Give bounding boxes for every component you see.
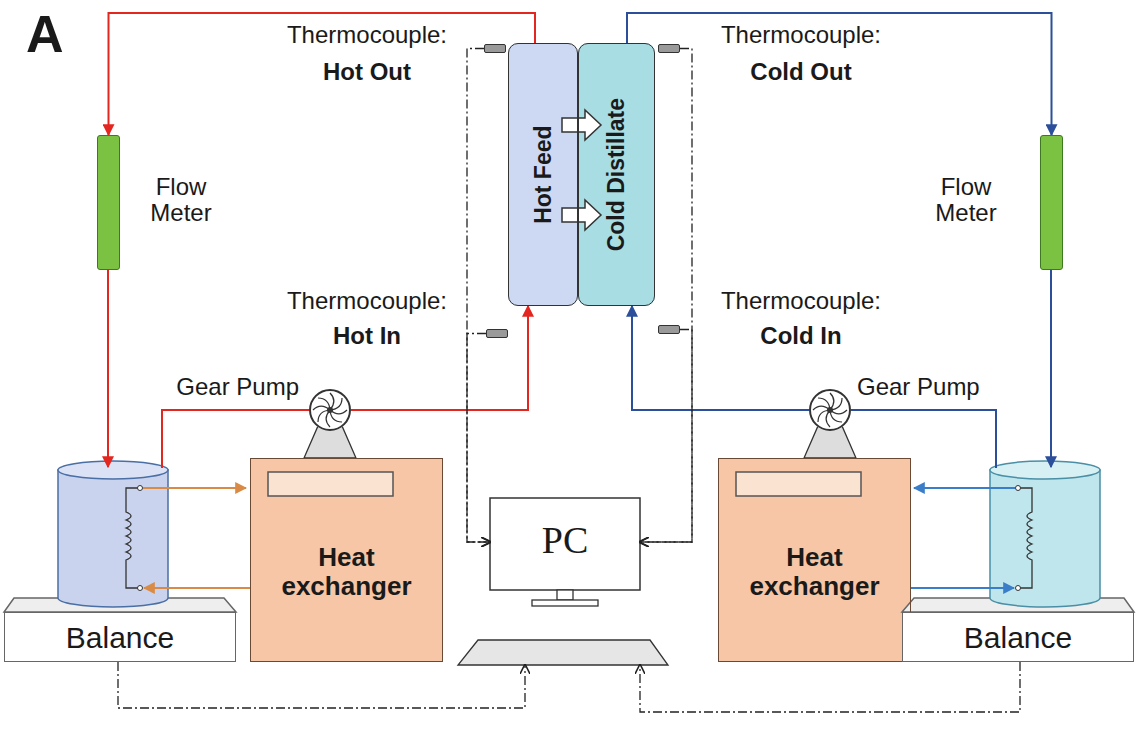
- signal-line: [118, 662, 525, 708]
- pump-impeller: [813, 393, 847, 427]
- return-pipe: [1050, 270, 1052, 467]
- thermocouple: Thermocouple:Hot In: [486, 329, 508, 338]
- suction-pipe: [162, 410, 309, 468]
- coil-terminal: [138, 486, 143, 491]
- monitor: [490, 498, 640, 590]
- cooling-coil: [1018, 488, 1032, 588]
- heating-loop-line: [144, 587, 250, 589]
- feed-channel-label: Hot Feed: [530, 125, 555, 223]
- signal-line: [640, 662, 1020, 712]
- distillate-pipe: [627, 13, 1052, 135]
- vapour-flux-arrow: [562, 110, 601, 140]
- feed-pipe: [109, 13, 536, 135]
- feed-tank: [58, 470, 168, 607]
- feed-channel-fill: [508, 43, 578, 306]
- signal-line: [467, 49, 490, 543]
- thermocouple-label: Thermocouple:: [701, 288, 901, 314]
- thermocouple-label: Thermocouple:: [269, 22, 465, 48]
- cooling-loop-line: [914, 487, 1015, 489]
- flow-meter: Flow Meter: [97, 135, 120, 270]
- feed-pipe: [351, 306, 528, 410]
- monitor-neck: [557, 590, 573, 600]
- thermocouple-label: Cold In: [701, 323, 901, 349]
- return-pipe: [107, 270, 109, 467]
- heat-exchanger: Heat exchanger: [718, 458, 911, 662]
- pump-impeller: [313, 393, 347, 427]
- distillate-tank: [990, 470, 1100, 607]
- signal-line: [640, 330, 692, 543]
- display-panel: [736, 472, 861, 496]
- display-panel: [268, 472, 393, 496]
- signal-line: [467, 334, 490, 543]
- monitor-stand: [532, 600, 598, 606]
- gear-pump: Gear Pump: [309, 389, 351, 431]
- balance: Balance: [4, 612, 236, 662]
- impeller-hub: [327, 407, 333, 413]
- pump-housing: [809, 389, 851, 431]
- thermocouple: Thermocouple:Hot Out: [484, 44, 506, 53]
- thermocouple: Thermocouple:Cold In: [658, 325, 680, 334]
- vapour-flux-arrow: [562, 200, 601, 230]
- heat-exchanger-label: Heat exchanger: [264, 543, 429, 600]
- computer-label: PC: [490, 520, 640, 562]
- thermocouple-label: Thermocouple:: [269, 288, 465, 314]
- feed-channel: Hot Feed: [508, 43, 578, 306]
- flow-meter-label: Flow Meter: [141, 174, 221, 227]
- heat-exchanger-label: Heat exchanger: [732, 543, 897, 600]
- distillate-channel-fill: [578, 43, 655, 306]
- balance-label: Balance: [964, 621, 1072, 654]
- gear-pump-label: Gear Pump: [857, 374, 1007, 400]
- feed-tank-top: [58, 461, 168, 479]
- thermocouple-label: Hot In: [269, 323, 465, 349]
- computer: PC: [458, 498, 668, 665]
- cooling-loop-line: [911, 587, 1014, 589]
- distillate-tank-top: [990, 461, 1100, 479]
- impeller-hub: [827, 407, 833, 413]
- balance-label: Balance: [66, 621, 174, 654]
- coil-terminal: [1016, 486, 1021, 491]
- coil-terminal: [138, 586, 143, 591]
- coil-terminal: [1016, 586, 1021, 591]
- distillate-channel: Cold Distillate: [578, 43, 655, 306]
- heat-exchanger: Heat exchanger: [250, 458, 443, 662]
- pump-housing: [309, 389, 351, 431]
- heating-loop-line: [143, 487, 246, 489]
- thermocouple-label: Thermocouple:: [701, 22, 901, 48]
- heat-exchanger-fill: [718, 458, 911, 662]
- panel-letter: A: [26, 6, 64, 63]
- thermocouple-label: Cold Out: [701, 59, 901, 85]
- flow-meter: Flow Meter: [1040, 135, 1063, 270]
- thermocouple-label: Hot Out: [269, 59, 465, 85]
- flow-meter-label: Flow Meter: [926, 174, 1006, 227]
- gear-pump: Gear Pump: [809, 389, 851, 431]
- suction-pipe: [851, 410, 996, 468]
- heating-coil: [126, 488, 140, 588]
- distillate-channel-label: Cold Distillate: [604, 98, 629, 251]
- signal-line: [640, 49, 692, 543]
- heat-exchanger-fill: [250, 458, 443, 662]
- gear-pump-label: Gear Pump: [159, 374, 299, 400]
- distillate-pipe: [632, 306, 809, 410]
- thermocouple: Thermocouple:Cold Out: [658, 44, 680, 53]
- balance: Balance: [902, 612, 1134, 662]
- keyboard: [458, 640, 668, 665]
